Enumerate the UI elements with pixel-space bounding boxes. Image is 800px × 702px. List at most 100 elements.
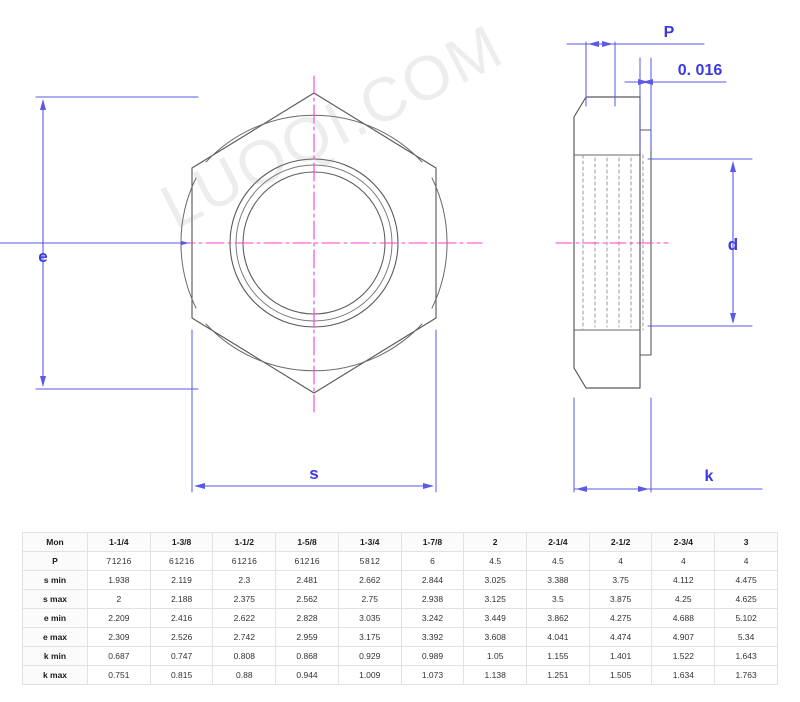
table-column-header: 1-3/8 xyxy=(149,532,214,552)
table-column-header: 3 xyxy=(714,532,778,552)
P-dimension-label: P xyxy=(664,24,675,41)
table-cell: 6 12 16 xyxy=(149,551,214,571)
table-cell: 2.844 xyxy=(400,570,465,590)
table-cell: 1.05 xyxy=(463,646,528,666)
table-corner-header: Mon xyxy=(22,532,88,552)
table-cell: 1.763 xyxy=(714,665,778,685)
table-cell: 3.875 xyxy=(588,589,653,609)
technical-drawing-svg: e s xyxy=(0,24,763,493)
table-cell: 4.688 xyxy=(651,608,716,628)
table-cell: 1.073 xyxy=(400,665,465,685)
table-cell: 4.475 xyxy=(714,570,778,590)
table-cell: 3.5 xyxy=(526,589,590,609)
table-cell: 4.907 xyxy=(651,627,716,647)
table-cell: 6 xyxy=(400,551,465,571)
k-arrow-left xyxy=(576,486,587,492)
table-cell: 5 8 12 xyxy=(337,551,402,571)
engineering-drawing-canvas: e s xyxy=(0,12,763,493)
P-arrow-left xyxy=(588,41,599,47)
table-cell: 0.751 xyxy=(87,665,151,685)
table-cell: 4.5 xyxy=(463,551,528,571)
s-arrow-right xyxy=(423,483,434,489)
table-column-header: 2-1/2 xyxy=(588,532,653,552)
table-cell: 1.938 xyxy=(87,570,151,590)
k-dimension-label: k xyxy=(705,468,714,485)
table-cell: 5.34 xyxy=(714,627,778,647)
table-row-header: k min xyxy=(22,646,88,666)
table-cell: 1.009 xyxy=(337,665,402,685)
table-cell: 2.416 xyxy=(149,608,214,628)
table-cell: 3.608 xyxy=(463,627,528,647)
table-cell: 0.815 xyxy=(149,665,214,685)
table-cell: 4.275 xyxy=(588,608,653,628)
table-cell: 6 12 16 xyxy=(275,551,339,571)
s-dimension-label: s xyxy=(309,464,318,483)
table-cell: 3.75 xyxy=(588,570,653,590)
table-cell: 2.742 xyxy=(212,627,277,647)
table-cell: 1.634 xyxy=(651,665,716,685)
table-column-header: 1-3/4 xyxy=(337,532,402,552)
table-cell: 4.112 xyxy=(651,570,716,590)
table-cell: 2.375 xyxy=(212,589,277,609)
chamfer-dimension-label: 0. 016 xyxy=(678,62,723,79)
table-cell: 2.309 xyxy=(87,627,151,647)
table-cell: 3.392 xyxy=(400,627,465,647)
table-cell: 2 xyxy=(87,589,151,609)
front-view-group: e s xyxy=(0,75,483,493)
table-cell: 2.828 xyxy=(275,608,339,628)
table-cell: 2.562 xyxy=(275,589,339,609)
d-arrow-top xyxy=(730,161,736,172)
chamfer-arrow-right xyxy=(638,79,649,85)
table-cell: 2.75 xyxy=(337,589,402,609)
k-arrow-right xyxy=(638,486,649,492)
table-column-header: 2-3/4 xyxy=(651,532,716,552)
table-cell: 3.035 xyxy=(337,608,402,628)
table-column-header: 2 xyxy=(463,532,528,552)
table-column-header: 1-1/4 xyxy=(87,532,151,552)
table-cell: 0.868 xyxy=(275,646,339,666)
table-cell: 6 12 16 xyxy=(212,551,277,571)
table-cell: 2.662 xyxy=(337,570,402,590)
table-cell: 2.188 xyxy=(149,589,214,609)
table-cell: 0.929 xyxy=(337,646,402,666)
table-cell: 1.138 xyxy=(463,665,528,685)
table-cell: 4 xyxy=(651,551,716,571)
table-column-header: 1-7/8 xyxy=(400,532,465,552)
table-cell: 0.88 xyxy=(212,665,277,685)
s-arrow-left xyxy=(194,483,205,489)
table-row-header: e max xyxy=(22,627,88,647)
table-cell: 1.505 xyxy=(588,665,653,685)
table-row-header: e min xyxy=(22,608,88,628)
table-cell: 7 12 16 xyxy=(87,551,151,571)
table-column-header: 1-5/8 xyxy=(275,532,339,552)
table-cell: 2.3 xyxy=(212,570,277,590)
table-cell: 2.526 xyxy=(149,627,214,647)
table-row-header: s min xyxy=(22,570,88,590)
table-cell: 0.808 xyxy=(212,646,277,666)
table-cell: 3.175 xyxy=(337,627,402,647)
side-view-group: P 0. 016 d k xyxy=(555,24,763,493)
table-cell: 0.747 xyxy=(149,646,214,666)
table-cell: 3.125 xyxy=(463,589,528,609)
table-cell: 3.862 xyxy=(526,608,590,628)
table-cell: 1.522 xyxy=(651,646,716,666)
table-column-header: 1-1/2 xyxy=(212,532,277,552)
table-cell: 2.481 xyxy=(275,570,339,590)
table-cell: 0.989 xyxy=(400,646,465,666)
d-arrow-bottom xyxy=(730,313,736,324)
table-column-header: 2-1/4 xyxy=(526,532,590,552)
e-arrow-top xyxy=(40,99,46,110)
table-cell: 4.041 xyxy=(526,627,590,647)
table-cell: 4.25 xyxy=(651,589,716,609)
table-cell: 4.5 xyxy=(526,551,590,571)
table-cell: 3.388 xyxy=(526,570,590,590)
table-cell: 0.944 xyxy=(275,665,339,685)
